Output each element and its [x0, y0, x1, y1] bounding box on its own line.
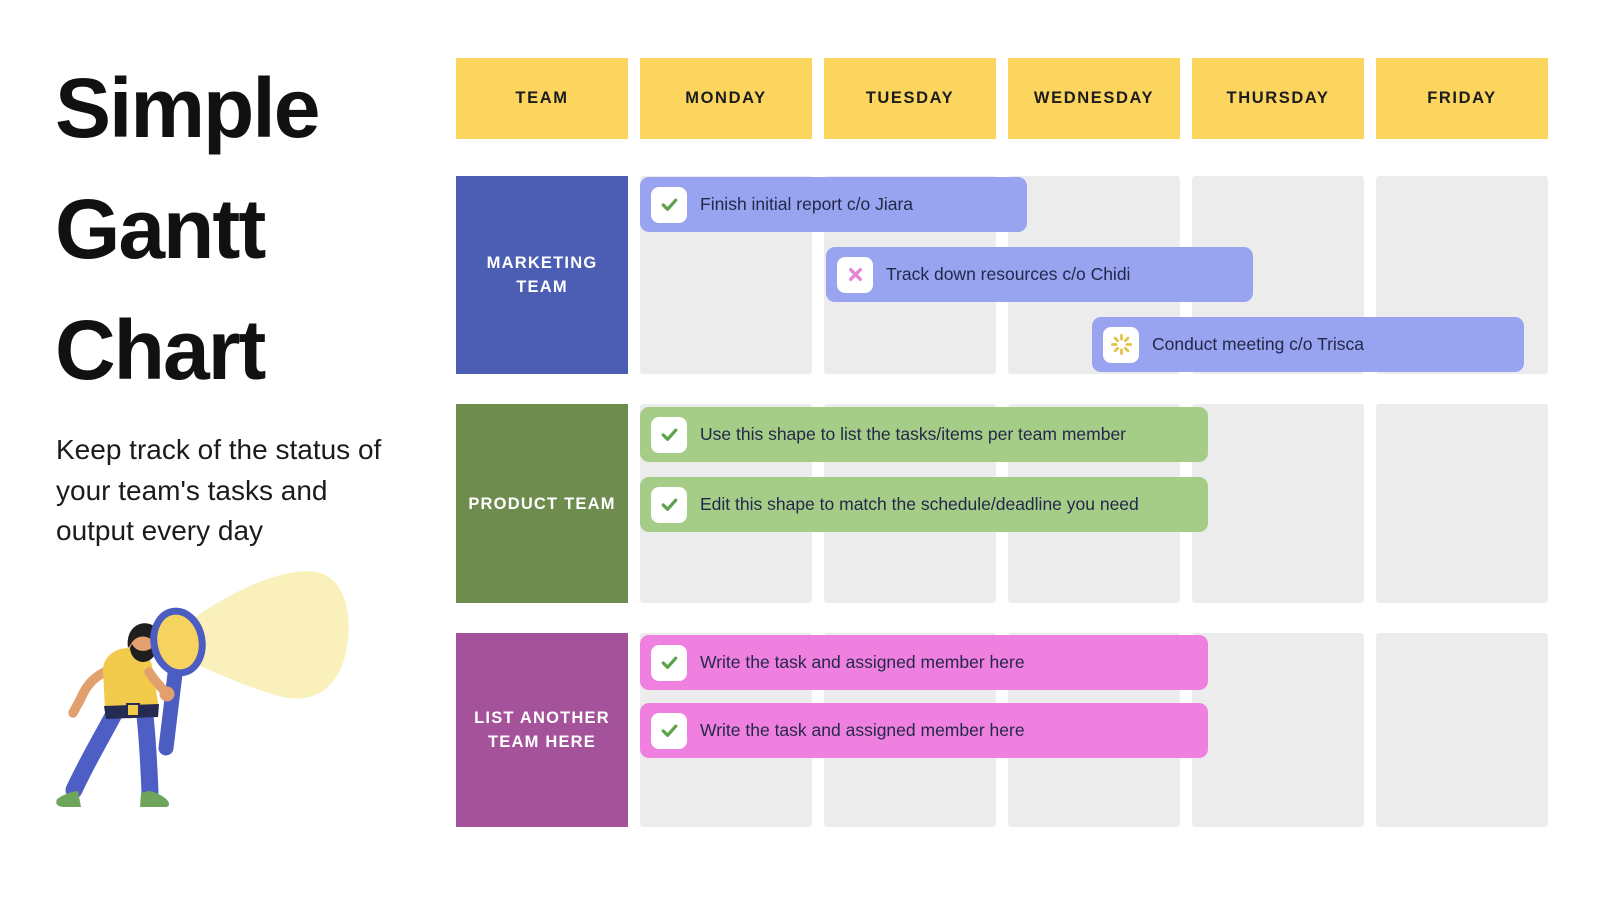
task-bar-track-down-resources: Track down resources c/o Chidi	[826, 247, 1253, 302]
task-label: Conduct meeting c/o Trisca	[1152, 334, 1365, 354]
light-beam-shape	[186, 571, 349, 699]
task-label: Finish initial report c/o Jiara	[700, 194, 913, 214]
header-cell-team: TEAM	[456, 58, 628, 139]
day-cell	[1376, 633, 1548, 827]
check-icon	[651, 486, 687, 523]
person-with-magnifying-glass-illustration	[56, 571, 349, 807]
page-title-line-1: Simple	[55, 61, 320, 155]
header-cell-monday: MONDAY	[640, 58, 812, 139]
header-cell-wednesday: WEDNESDAY	[1008, 58, 1180, 139]
check-icon	[651, 416, 687, 453]
check-icon	[651, 712, 687, 749]
team-box-another: LIST ANOTHER TEAM HERE	[456, 633, 628, 827]
task-label: Track down resources c/o Chidi	[886, 264, 1131, 284]
team-box-product: PRODUCT TEAM	[456, 404, 628, 603]
task-label: Edit this shape to match the schedule/de…	[700, 494, 1139, 514]
task-bar-edit-this-shape: Edit this shape to match the schedule/de…	[640, 477, 1208, 532]
task-bar-finish-initial-report: Finish initial report c/o Jiara	[640, 177, 1027, 232]
day-cell	[1192, 633, 1364, 827]
task-label: Use this shape to list the tasks/items p…	[700, 424, 1126, 444]
day-cell	[1192, 404, 1364, 603]
check-icon	[651, 186, 687, 223]
page-title-line-3: Chart	[55, 303, 266, 397]
team-box-marketing: MARKETING TEAM	[456, 176, 628, 374]
task-bar-conduct-meeting: Conduct meeting c/o Trisca	[1092, 317, 1524, 372]
page-title-line-2: Gantt	[55, 182, 266, 276]
page-subtitle: Keep track of the status of your team's …	[56, 434, 382, 546]
progress-icon	[1103, 326, 1139, 363]
cross-icon	[837, 256, 873, 293]
page-title: Simple Gantt Chart	[55, 48, 320, 411]
task-label: Write the task and assigned member here	[700, 720, 1025, 740]
header-cell-tuesday: TUESDAY	[824, 58, 996, 139]
task-bar-write-task-2: Write the task and assigned member here	[640, 703, 1208, 758]
header-cell-friday: FRIDAY	[1376, 58, 1548, 139]
day-cell	[1376, 404, 1548, 603]
task-bar-write-task-1: Write the task and assigned member here	[640, 635, 1208, 690]
task-bar-use-this-shape: Use this shape to list the tasks/items p…	[640, 407, 1208, 462]
header-cell-thursday: THURSDAY	[1192, 58, 1364, 139]
check-icon	[651, 644, 687, 681]
task-label: Write the task and assigned member here	[700, 652, 1025, 672]
